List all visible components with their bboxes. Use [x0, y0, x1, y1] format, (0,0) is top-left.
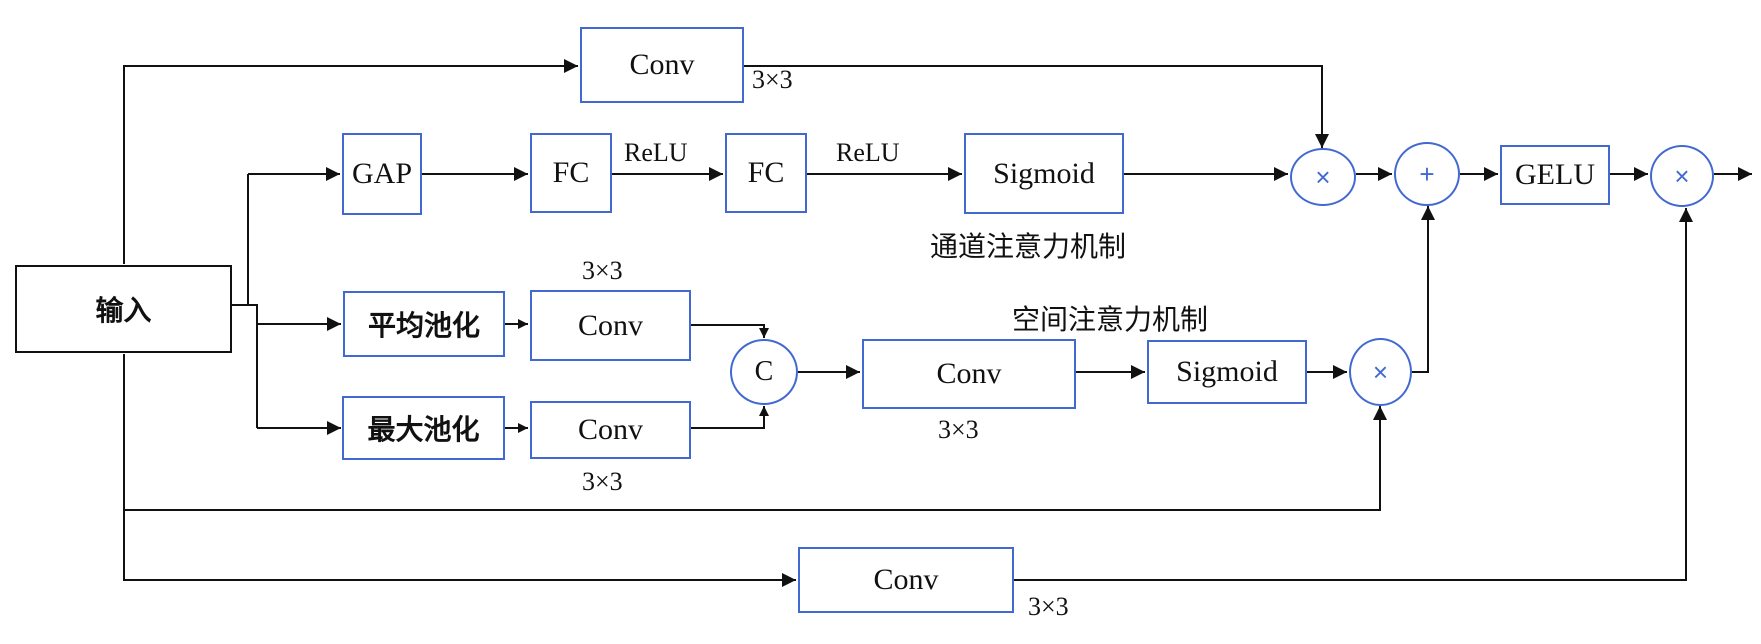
conv-bottom-block: Conv [798, 547, 1014, 613]
relu-label-1: ReLU [624, 138, 688, 167]
max-pool-label: 最大池化 [367, 413, 480, 446]
avg-pool-label: 平均池化 [367, 309, 480, 342]
avg-pool-block: 平均池化 [343, 291, 505, 357]
wire-conv-max-to-concat [690, 406, 769, 429]
wire-conv-top-to-mult [742, 65, 1329, 148]
max-pool-block: 最大池化 [342, 396, 505, 460]
conv-spatial-label: Conv [936, 357, 1002, 390]
concat-node: C [730, 339, 798, 405]
channel-attention-label: 通道注意力机制 [930, 230, 1127, 263]
concat-label: C [754, 356, 774, 387]
conv-bottom-label: Conv [873, 563, 939, 596]
relu-label-2: ReLU [836, 138, 900, 167]
wire-split-to-pools [248, 304, 258, 428]
mult-final-node: × [1650, 145, 1714, 207]
mult-spatial-node: × [1349, 338, 1412, 406]
gap-block: GAP [342, 133, 422, 215]
fc1-label: FC [552, 156, 590, 189]
conv-top-label: Conv [629, 48, 695, 81]
conv-avg-label: Conv [577, 308, 643, 342]
kernel-conv-avg-label: 3×3 [582, 256, 623, 285]
wire-mult-spatial-to-add [1412, 206, 1435, 373]
fc2-block: FC [725, 133, 807, 213]
sigmoid-channel-label: Sigmoid [993, 156, 1095, 190]
sigmoid-channel-block: Sigmoid [964, 133, 1124, 214]
wire-conv-bottom-to-mult-final [1014, 208, 1693, 581]
spatial-attention-label: 空间注意力机制 [1012, 303, 1209, 336]
wire-input-to-mult-spatial [123, 354, 1387, 511]
add-icon: + [1419, 158, 1435, 189]
mult-channel-icon: × [1315, 161, 1331, 192]
kernel-conv-max-label: 3×3 [582, 467, 623, 496]
input-block: 输入 [15, 265, 232, 353]
add-node: + [1394, 142, 1460, 206]
sigmoid-spatial-label: Sigmoid [1176, 355, 1278, 388]
fc2-label: FC [747, 156, 785, 189]
conv-max-label: Conv [577, 413, 643, 446]
kernel-conv-spatial-label: 3×3 [938, 415, 979, 444]
mult-channel-node: × [1290, 148, 1356, 206]
fc1-block: FC [530, 133, 612, 213]
conv-top-block: Conv [580, 27, 744, 103]
wire-input-split [231, 174, 249, 306]
gap-label: GAP [351, 157, 412, 190]
mult-final-icon: × [1674, 160, 1690, 191]
conv-avg-block: Conv [530, 290, 691, 361]
gelu-block: GELU [1500, 145, 1610, 205]
kernel-conv-top-label: 3×3 [752, 65, 793, 94]
conv-max-block: Conv [530, 401, 691, 459]
mult-spatial-icon: × [1372, 356, 1389, 387]
input-label: 输入 [95, 294, 152, 327]
wire-conv-avg-to-concat [690, 324, 769, 338]
gelu-label: GELU [1515, 158, 1595, 191]
wire-input-to-conv-top [123, 59, 578, 264]
sigmoid-spatial-block: Sigmoid [1147, 340, 1307, 404]
kernel-conv-bottom-label: 3×3 [1028, 592, 1069, 621]
conv-spatial-block: Conv [862, 339, 1076, 409]
wire-input-to-conv-bottom [123, 510, 796, 587]
